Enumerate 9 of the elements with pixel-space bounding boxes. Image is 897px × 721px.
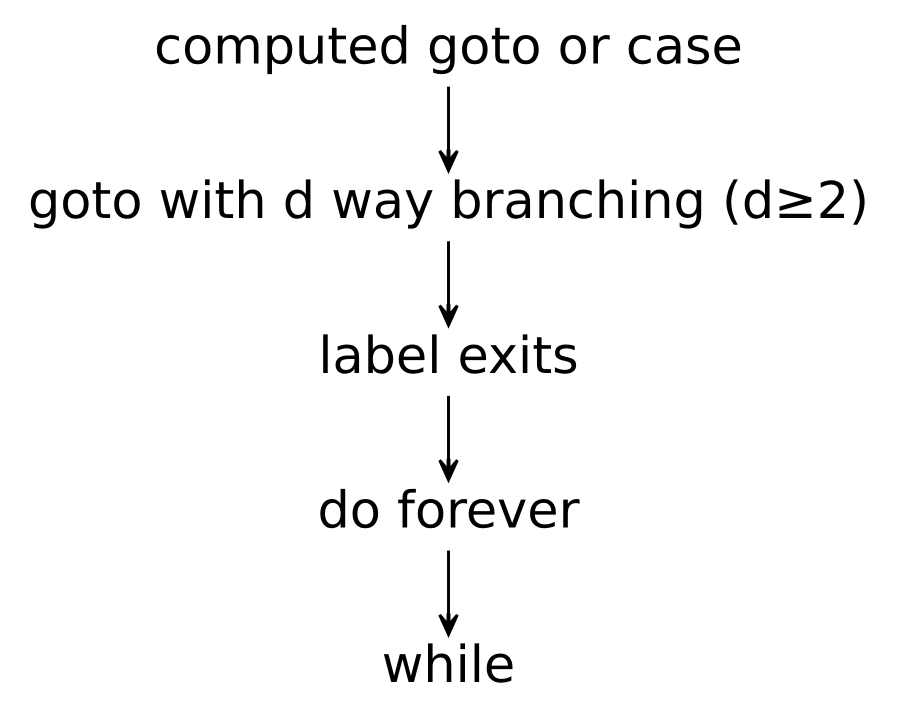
arrow — [438, 550, 459, 636]
arrow — [438, 241, 459, 327]
arrow — [438, 396, 459, 482]
node-text: while — [382, 636, 516, 696]
node-text: goto with d way branching (d≥2) — [28, 172, 869, 232]
arrow — [438, 86, 459, 172]
node-text: computed goto or case — [154, 18, 743, 77]
node-text: label exits — [318, 326, 579, 386]
node-text: do forever — [317, 481, 580, 540]
